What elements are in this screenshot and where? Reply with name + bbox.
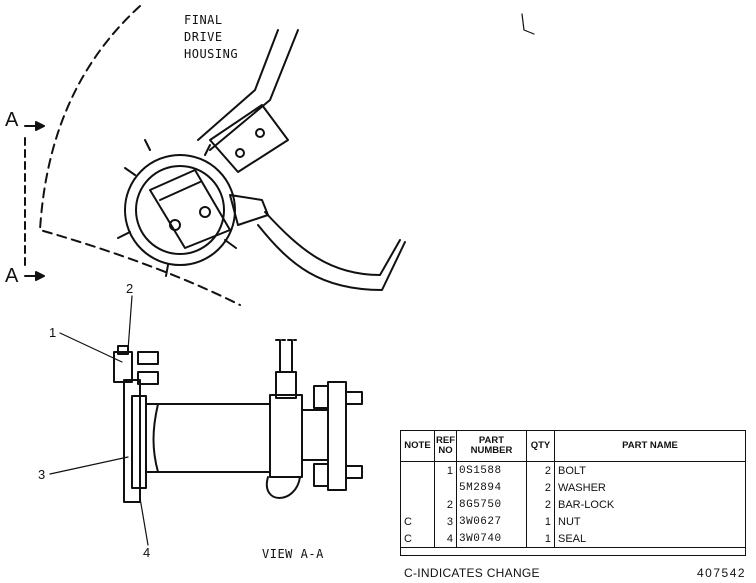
- cell-qty: 1: [526, 530, 555, 548]
- parts-table-header: NOTE REF NO PART NUMBER QTY PART NAME: [400, 430, 746, 462]
- callout-2: 2: [126, 281, 134, 296]
- housing-outline: [39, 5, 241, 306]
- section-line-a-a: [24, 121, 45, 281]
- cell-ref-no: 4: [434, 530, 457, 548]
- section-marker-bottom: A: [5, 265, 19, 287]
- table-row: 2 8G5750 2 BAR-LOCK: [400, 496, 746, 513]
- cell-part-number: 5M2894: [456, 479, 527, 496]
- cell-part-name: BAR-LOCK: [554, 496, 746, 513]
- callout-3: 3: [38, 467, 46, 482]
- document-number: 407542: [697, 566, 747, 580]
- header-note: NOTE: [400, 430, 435, 462]
- table-row: C 3 3W0627 1 NUT: [400, 513, 746, 530]
- housing-label-line-2: DRIVE: [184, 30, 223, 44]
- header-part-number: PART NUMBER: [456, 430, 527, 462]
- header-part-name: PART NAME: [554, 430, 746, 462]
- cell-note: [400, 496, 435, 513]
- header-ref-no: REF NO: [434, 430, 457, 462]
- cell-part-number: 3W0740: [456, 530, 527, 548]
- cell-note: C: [400, 530, 435, 548]
- cell-part-number: 0S1588: [456, 461, 527, 479]
- cell-part-name: WASHER: [554, 479, 746, 496]
- cell-ref-no: 3: [434, 513, 457, 530]
- cell-qty: 2: [526, 479, 555, 496]
- cell-qty: 2: [526, 461, 555, 479]
- cell-note: C: [400, 513, 435, 530]
- cell-part-number: 8G5750: [456, 496, 527, 513]
- cell-note: [400, 479, 435, 496]
- cell-part-name: NUT: [554, 513, 746, 530]
- cell-ref-no: 2: [434, 496, 457, 513]
- view-label: VIEW A-A: [262, 547, 324, 561]
- cell-part-name: SEAL: [554, 530, 746, 548]
- cell-qty: 2: [526, 496, 555, 513]
- table-row: C 4 3W0740 1 SEAL: [400, 530, 746, 548]
- cell-part-number: 3W0627: [456, 513, 527, 530]
- callout-1: 1: [49, 325, 57, 340]
- cell-part-name: BOLT: [554, 461, 746, 479]
- section-view: [113, 339, 363, 503]
- section-marker-top: A: [5, 109, 19, 131]
- cell-qty: 1: [526, 513, 555, 530]
- cell-ref-no: 1: [434, 461, 457, 479]
- housing-label-line-1: FINAL: [184, 13, 223, 27]
- table-row: 5M2894 2 WASHER: [400, 479, 746, 496]
- change-footnote: C-INDICATES CHANGE: [404, 566, 540, 580]
- cell-ref-no: [434, 479, 457, 496]
- housing-label-line-3: HOUSING: [184, 47, 239, 61]
- header-qty: QTY: [526, 430, 555, 462]
- table-row: 1 0S1588 2 BOLT: [400, 461, 746, 479]
- callout-4: 4: [143, 545, 151, 560]
- cell-note: [400, 461, 435, 479]
- parts-table: NOTE REF NO PART NUMBER QTY PART NAME 1 …: [400, 430, 746, 548]
